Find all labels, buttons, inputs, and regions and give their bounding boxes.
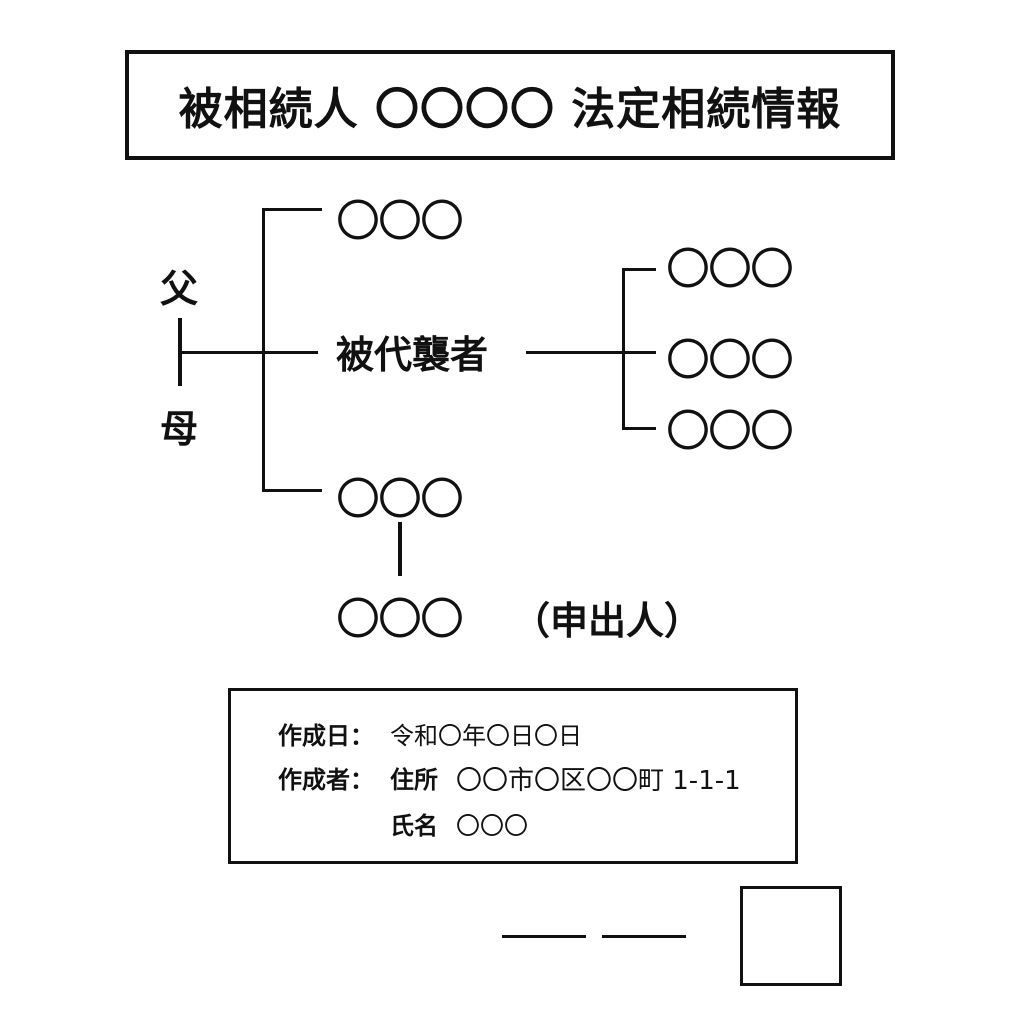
page-title: 被相続人 〇〇〇〇 法定相続情報 <box>178 84 842 135</box>
heir-branch-top-line <box>622 268 656 271</box>
parent-to-children-line <box>180 351 318 354</box>
name-label: 氏名 <box>390 812 438 840</box>
heir-name: 〇〇〇 <box>666 244 794 295</box>
deceased-to-heirs-line <box>526 351 656 354</box>
mother-label: 母 <box>160 407 199 451</box>
sibling-bottom-name: 〇〇〇 <box>336 474 464 525</box>
sibling-top-name: 〇〇〇 <box>336 196 464 247</box>
deceased-label: 被代襲者 <box>336 333 489 377</box>
address-label: 住所 <box>390 766 438 794</box>
children-vertical-line <box>262 208 265 492</box>
heir-name: 〇〇〇 <box>666 406 794 457</box>
branch-bottom-line <box>262 489 322 492</box>
branch-top-line <box>262 208 322 211</box>
author-label: 作成者： <box>278 766 374 794</box>
applicant-connector-line <box>398 522 402 576</box>
seal-box <box>740 886 842 986</box>
father-label: 父 <box>160 267 199 311</box>
applicant-name: 〇〇〇 <box>336 594 464 645</box>
signature-line-right <box>602 935 686 938</box>
signature-line-left <box>502 935 586 938</box>
heir-branch-bottom-line <box>622 427 656 430</box>
name-value: 〇〇〇 <box>456 812 528 840</box>
applicant-note: （申出人） <box>512 599 703 643</box>
address-value: 〇〇市〇区〇〇町 1-1-1 <box>456 766 741 796</box>
title-box: 被相続人 〇〇〇〇 法定相続情報 <box>125 50 895 160</box>
info-box <box>228 688 798 864</box>
heir-name: 〇〇〇 <box>666 335 794 386</box>
heirs-vertical-line <box>622 268 625 430</box>
date-label: 作成日： <box>278 722 374 750</box>
date-value: 令和〇年〇日〇日 <box>390 722 582 750</box>
